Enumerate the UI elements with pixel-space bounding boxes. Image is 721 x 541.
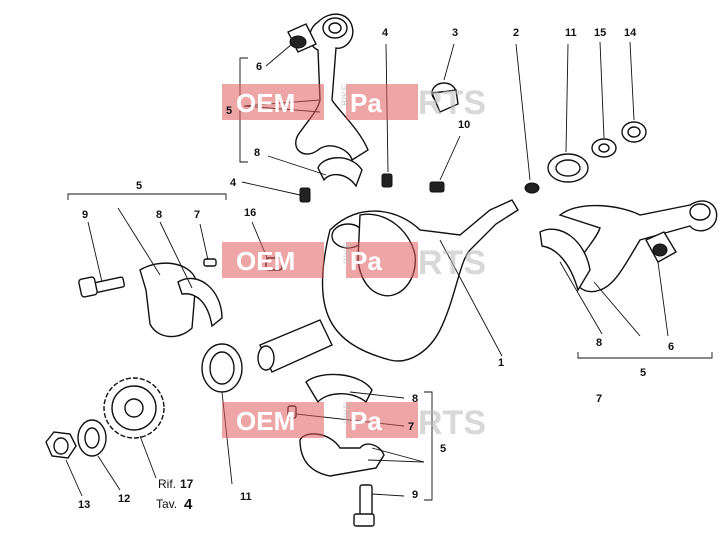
callout-label: 4: [230, 177, 237, 189]
callout-label: 12: [118, 493, 130, 505]
svg-text:OEM: OEM: [236, 88, 295, 118]
bolt-9-lower: [353, 484, 375, 527]
watermark-top: OEM Pa RTS BIKE: [222, 84, 486, 122]
watermark-middle: OEM Pa RTS BIKE: [222, 242, 486, 282]
shell-8-left: [177, 277, 223, 328]
svg-text:BIKE: BIKE: [342, 242, 352, 264]
callout-label: 6: [256, 61, 262, 73]
plug-small-4-top: [381, 173, 393, 188]
callout-label: 9: [82, 209, 88, 221]
callout-label: 2: [513, 27, 519, 39]
svg-text:OEM: OEM: [236, 406, 295, 436]
bearing-shell-upper: [317, 157, 363, 188]
rif-value: 17: [180, 477, 194, 491]
svg-text:RTS: RTS: [418, 244, 486, 282]
connecting-rod-right: [558, 200, 718, 293]
washer-15: [591, 138, 617, 158]
svg-text:BIKE: BIKE: [340, 84, 350, 106]
bolt-9-left: [78, 276, 126, 298]
rif-label: Rif.: [158, 477, 176, 491]
callout-label: 11: [240, 491, 252, 503]
cap-5-lower: [299, 433, 385, 477]
callout-label: 1: [498, 357, 504, 369]
callout-label: 6: [668, 341, 674, 353]
shell-8-lower: [305, 373, 373, 404]
tav-label: Tav.: [156, 497, 177, 511]
reference-note: Rif. 17 Tav. 4: [156, 477, 194, 513]
svg-text:OEM: OEM: [236, 246, 295, 276]
svg-text:BIKE: BIKE: [342, 402, 352, 424]
callout-label: 5: [136, 180, 142, 192]
svg-text:Pa: Pa: [350, 406, 382, 436]
callout-label: 9: [412, 489, 418, 501]
crank-pin-plug: [430, 82, 459, 113]
crankshaft: [257, 199, 519, 373]
svg-text:RTS: RTS: [418, 404, 486, 442]
callout-label: 8: [412, 393, 418, 405]
dowel-7-left: [203, 258, 217, 267]
bearing-shell-right: [539, 228, 591, 292]
callout-label: 5: [226, 105, 232, 117]
callout-label: 13: [78, 499, 90, 511]
small-end-bushing-upper: [287, 23, 317, 53]
watermark-bottom: OEM Pa RTS BIKE: [222, 402, 486, 442]
callout-label: 15: [594, 27, 606, 39]
callout-label: 4: [382, 27, 389, 39]
callout-label: 7: [194, 209, 200, 221]
callout-label: 3: [452, 27, 458, 39]
connecting-rod-upper: [295, 13, 369, 162]
callout-label: 7: [408, 421, 414, 433]
svg-text:Pa: Pa: [350, 88, 382, 118]
tav-value: 4: [184, 496, 193, 513]
callout-label: 5: [440, 443, 446, 455]
callout-label: 5: [640, 367, 646, 379]
callout-label: 7: [596, 393, 602, 405]
washer-12: [77, 419, 107, 457]
leader-lines: [65, 41, 713, 501]
nut-14: [621, 121, 647, 143]
callout-label: 10: [458, 119, 470, 131]
svg-text:RTS: RTS: [418, 84, 486, 122]
washer-11-right: [547, 153, 589, 183]
callout-label: 8: [596, 337, 602, 349]
nut-13: [45, 431, 77, 459]
cap-5-left: [139, 262, 197, 338]
callout-label: 11: [565, 27, 577, 39]
svg-text:Pa: Pa: [350, 246, 382, 276]
plug-small-4-left: [299, 187, 311, 203]
key-10: [429, 181, 445, 193]
callout-label: 14: [624, 27, 637, 39]
washer-11-lower: [201, 343, 243, 393]
callout-label: 16: [244, 207, 256, 219]
callout-label: 8: [156, 209, 162, 221]
small-end-bushing-right: [645, 231, 677, 263]
gear-rif-17: [103, 377, 165, 439]
dowel-small-2: [524, 182, 540, 194]
callout-label: 8: [254, 147, 260, 159]
